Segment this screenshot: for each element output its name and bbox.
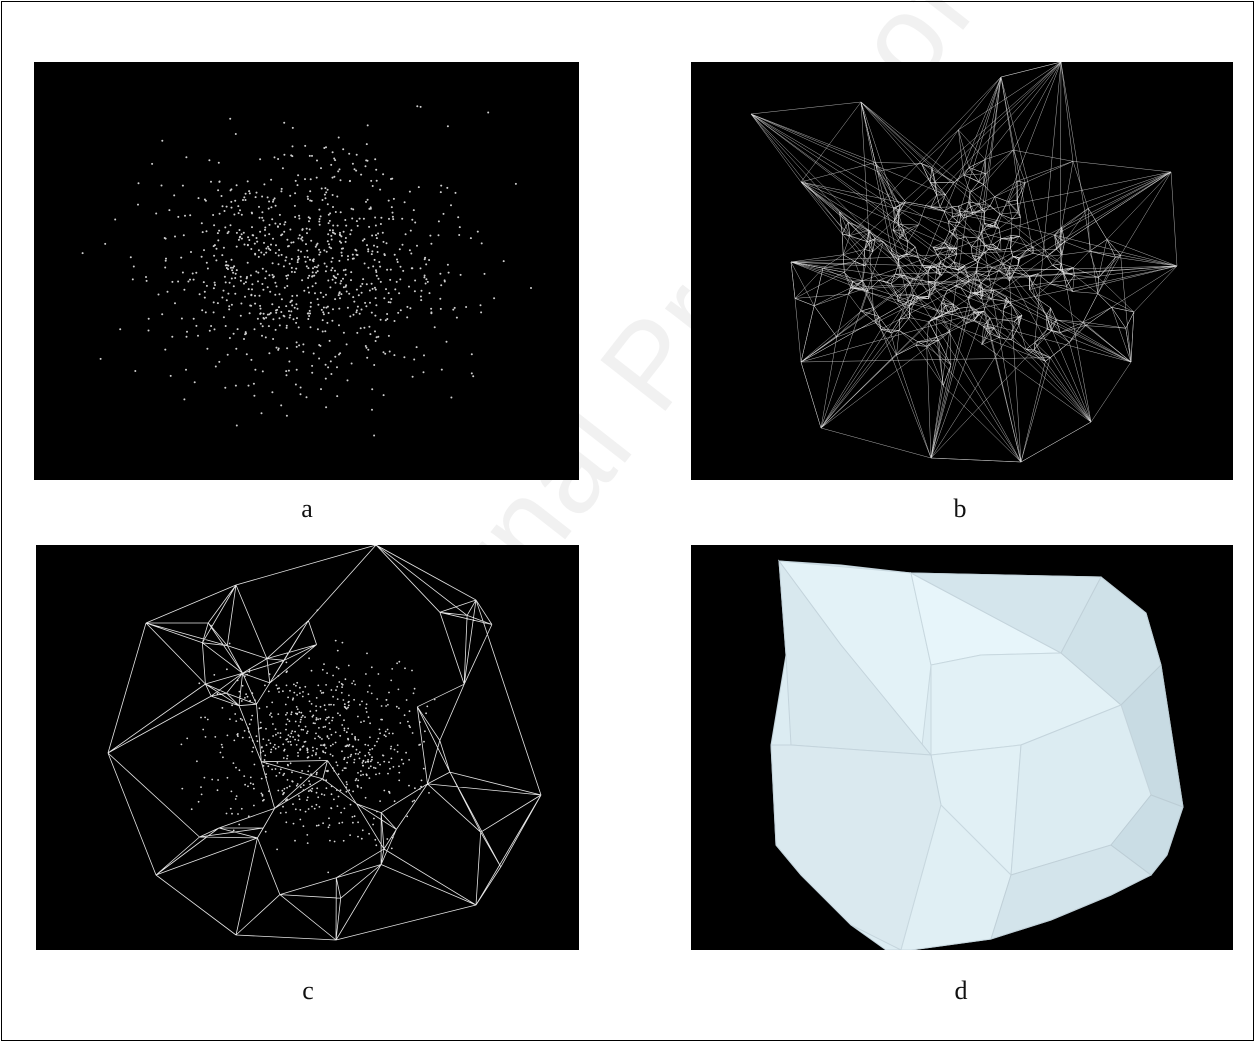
hull-surface (770, 559, 1184, 950)
caption-d: d (954, 976, 968, 1005)
caption-a: a (301, 494, 313, 523)
panel-d-svg (770, 559, 1184, 950)
wireframe-edges (107, 545, 542, 941)
panel-c-wireframe-hull (36, 545, 579, 950)
panel-d-shaded-hull (691, 545, 1233, 950)
triangulation-edges (750, 62, 1178, 463)
interior-points (180, 609, 436, 874)
caption-b: b (953, 494, 967, 523)
panel-c-svg (107, 545, 542, 941)
panel-a-svg (81, 105, 532, 437)
panel-a-point-cloud (34, 62, 579, 480)
caption-c: c (302, 976, 314, 1005)
panel-b-svg (750, 62, 1178, 463)
point-cloud (81, 105, 532, 437)
panel-b-dense-triangulation (691, 62, 1233, 480)
